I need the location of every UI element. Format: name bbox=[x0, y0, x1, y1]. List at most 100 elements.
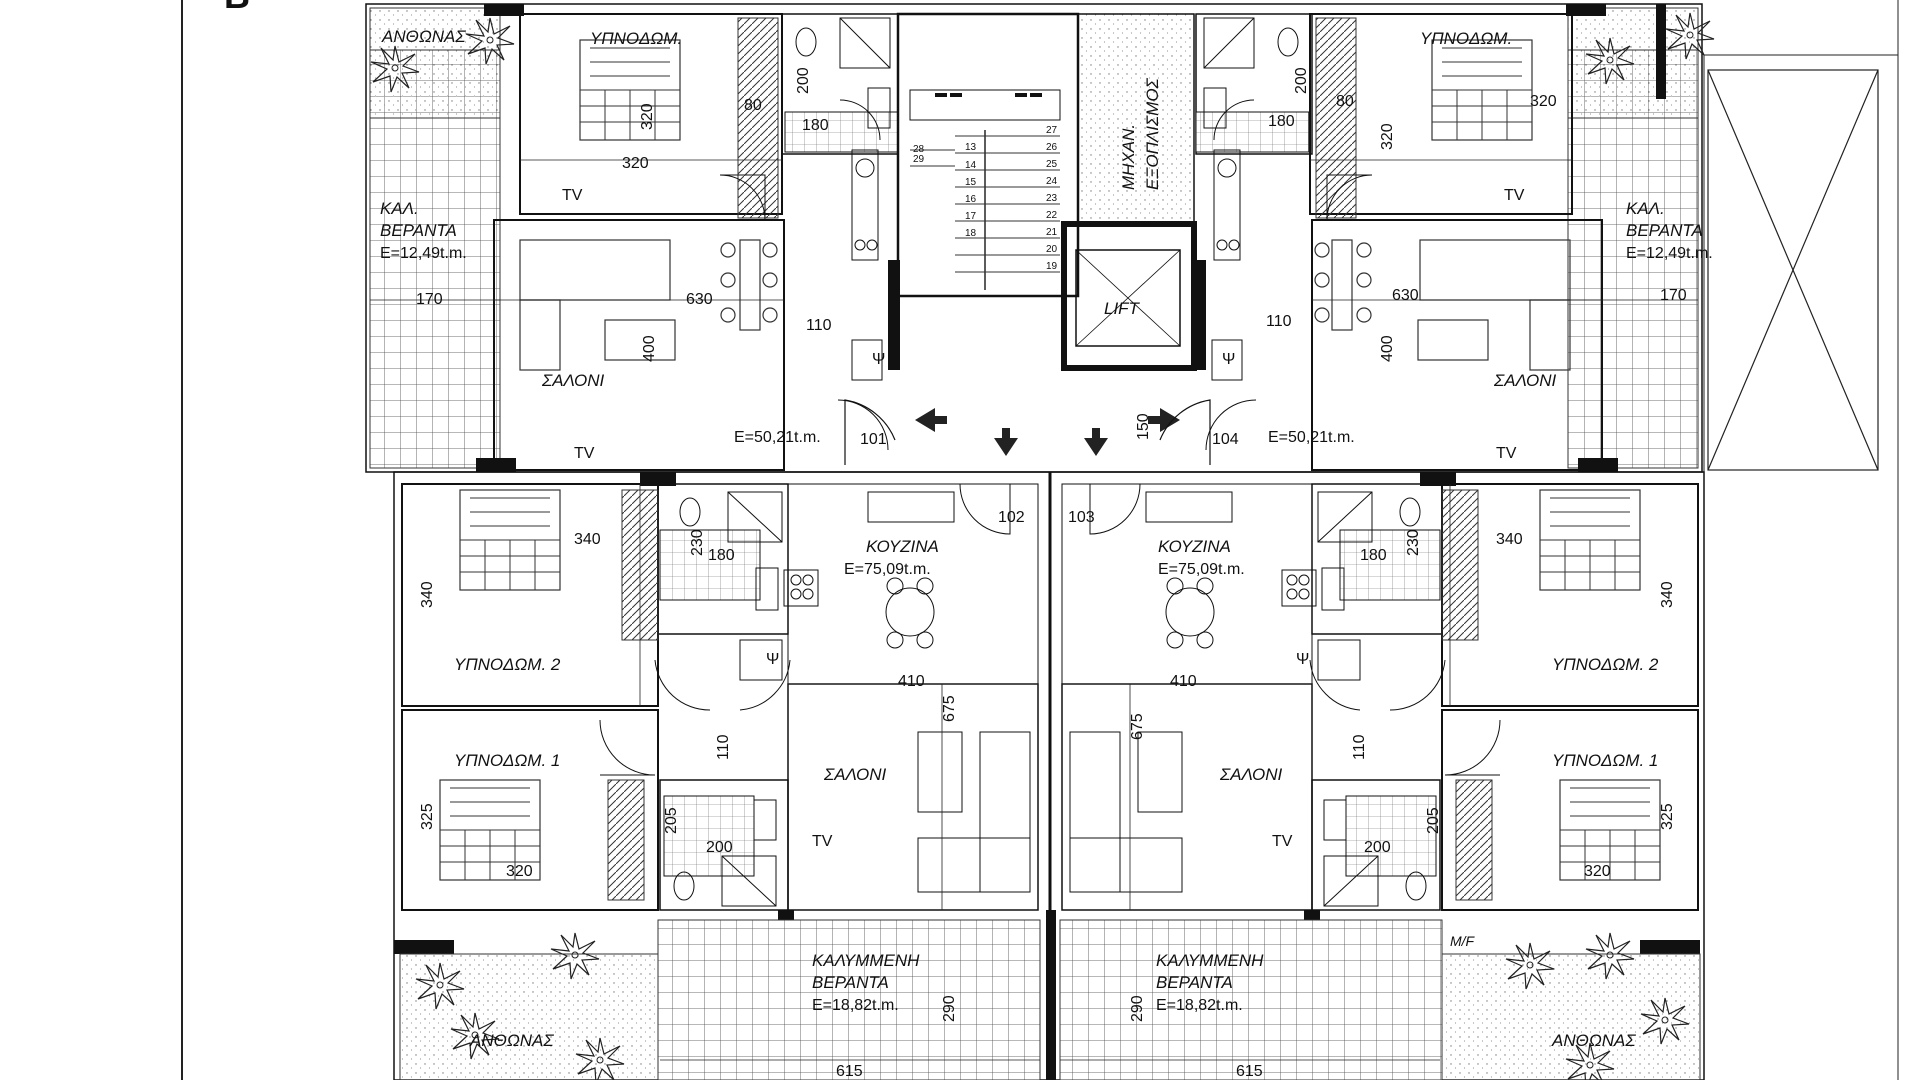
svg-text:200: 200 bbox=[795, 67, 812, 94]
label-veranda-right-1: ΚΑΛ. bbox=[1626, 199, 1665, 218]
entry-arrows bbox=[915, 408, 1180, 456]
label-lift: LIFT bbox=[1104, 299, 1141, 318]
svg-text:230: 230 bbox=[1405, 529, 1422, 556]
label-tv: TV bbox=[812, 833, 833, 850]
svg-text:290: 290 bbox=[1129, 995, 1146, 1022]
label-veranda-right-2: ΒΕΡΑΝΤΑ bbox=[1626, 221, 1703, 240]
label-tv: TV bbox=[1496, 445, 1517, 462]
stair-numbers-right: 27 26 25 24 23 22 21 20 19 bbox=[1046, 125, 1058, 272]
svg-text:290: 290 bbox=[941, 995, 958, 1022]
arrow-right-icon bbox=[1148, 408, 1180, 432]
svg-text:205: 205 bbox=[663, 807, 680, 834]
sofa-set-right bbox=[1314, 239, 1571, 371]
svg-text:230: 230 bbox=[689, 529, 706, 556]
svg-text:180: 180 bbox=[802, 117, 829, 134]
label-covered-right-1: ΚΑΛΥΜΜΕΝΗ bbox=[1156, 951, 1264, 970]
svg-text:675: 675 bbox=[1129, 713, 1146, 740]
svg-text:200: 200 bbox=[1364, 839, 1391, 856]
svg-text:340: 340 bbox=[1496, 531, 1523, 548]
svg-text:325: 325 bbox=[419, 803, 436, 830]
label-mech-1: ΜΗΧΑΝ. bbox=[1119, 124, 1138, 190]
label-covered-left-1: ΚΑΛΥΜΜΕΝΗ bbox=[812, 951, 920, 970]
label-salon-top-left: ΣΑΛΟΝΙ bbox=[541, 371, 604, 390]
void-cross bbox=[1707, 69, 1879, 471]
svg-text:27: 27 bbox=[1046, 125, 1058, 136]
sheet-marker: B bbox=[224, 0, 250, 16]
label-psi: Ψ bbox=[1222, 351, 1235, 368]
svg-text:110: 110 bbox=[715, 734, 732, 760]
label-garden-top-left: ΑΝΘΩΝΑΣ bbox=[381, 27, 466, 46]
svg-text:630: 630 bbox=[1392, 287, 1419, 304]
label-psi: Ψ bbox=[1296, 651, 1309, 668]
svg-text:170: 170 bbox=[416, 291, 443, 308]
svg-text:110: 110 bbox=[806, 317, 832, 334]
svg-text:320: 320 bbox=[506, 863, 533, 880]
label-tv: TV bbox=[1504, 187, 1525, 204]
svg-text:400: 400 bbox=[1379, 335, 1396, 362]
label-veranda-left-1: ΚΑΛ. bbox=[380, 199, 419, 218]
svg-text:410: 410 bbox=[1170, 673, 1197, 690]
svg-text:80: 80 bbox=[1336, 93, 1354, 110]
label-kitchen-right-1: ΚΟΥΖΙΝΑ bbox=[1158, 537, 1231, 556]
door-labels: 101 102 103 104 bbox=[860, 431, 1239, 526]
svg-text:320: 320 bbox=[639, 103, 656, 130]
svg-text:320: 320 bbox=[1379, 123, 1396, 150]
bed-icon bbox=[1431, 39, 1533, 141]
svg-text:110: 110 bbox=[1351, 734, 1368, 760]
arrow-left-icon bbox=[915, 408, 947, 432]
label-veranda-left-2: ΒΕΡΑΝΤΑ bbox=[380, 221, 457, 240]
svg-text:26: 26 bbox=[1046, 142, 1058, 153]
apartment-101 bbox=[493, 13, 899, 471]
apartment-103 bbox=[1061, 483, 1699, 911]
label-salon-bottom-left: ΣΑΛΟΝΙ bbox=[823, 765, 886, 784]
garden-top-left-floor bbox=[369, 7, 501, 119]
veranda-right-floor bbox=[1567, 49, 1699, 469]
label-veranda-left-3: E=12,49t.m. bbox=[380, 245, 467, 262]
label-bed-top-left: ΥΠΝΟΔΩΜ. bbox=[590, 29, 682, 48]
dimension-lines bbox=[370, 159, 1698, 1061]
label-psi: Ψ bbox=[766, 651, 779, 668]
label-psi: Ψ bbox=[872, 351, 885, 368]
svg-text:200: 200 bbox=[1293, 67, 1310, 94]
label-tv: TV bbox=[562, 187, 583, 204]
room-labels: ΑΝΘΩΝΑΣ ΥΠΝΟΔΩΜ. ΥΠΝΟΔΩΜ. ΜΗΧΑΝ. ΕΞΟΠΛΙΣ… bbox=[380, 27, 1713, 1050]
svg-text:320: 320 bbox=[1584, 863, 1611, 880]
label-mech-2: ΕΞΟΠΛΙΣΜΟΣ bbox=[1143, 77, 1162, 190]
svg-text:340: 340 bbox=[419, 581, 436, 608]
svg-text:19: 19 bbox=[1046, 261, 1058, 272]
label-covered-right-2: ΒΕΡΑΝΤΑ bbox=[1156, 973, 1233, 992]
svg-text:15: 15 bbox=[965, 177, 977, 188]
label-tv: TV bbox=[574, 445, 595, 462]
label-salon-bottom-right: ΣΑΛΟΝΙ bbox=[1219, 765, 1282, 784]
svg-text:320: 320 bbox=[622, 155, 649, 172]
label-kitchen-right-2: E=75,09t.m. bbox=[1158, 561, 1245, 578]
core bbox=[896, 12, 1197, 371]
svg-text:18: 18 bbox=[965, 228, 977, 239]
stair-numbers-left: 28 29 13 14 15 16 17 18 bbox=[913, 142, 977, 239]
svg-text:400: 400 bbox=[641, 335, 658, 362]
svg-text:615: 615 bbox=[836, 1063, 863, 1080]
svg-text:17: 17 bbox=[965, 211, 977, 222]
covered-veranda-right-floor bbox=[1059, 919, 1443, 1080]
label-area-101: E=50,21t.m. bbox=[734, 429, 821, 446]
svg-text:340: 340 bbox=[574, 531, 601, 548]
svg-text:675: 675 bbox=[941, 695, 958, 722]
svg-text:23: 23 bbox=[1046, 193, 1058, 204]
label-garden-bottom-right: ΑΝΘΩΝΑΣ bbox=[1551, 1031, 1636, 1050]
svg-text:22: 22 bbox=[1046, 210, 1058, 221]
label-veranda-right-3: E=12,49t.m. bbox=[1626, 245, 1713, 262]
arrow-down-icon bbox=[1084, 428, 1108, 456]
svg-text:320: 320 bbox=[1530, 93, 1557, 110]
arrow-down-icon bbox=[994, 428, 1018, 456]
svg-text:13: 13 bbox=[965, 142, 977, 153]
svg-text:110: 110 bbox=[1266, 313, 1292, 330]
svg-text:615: 615 bbox=[1236, 1063, 1263, 1080]
label-mf: M/F bbox=[1450, 933, 1476, 949]
svg-text:325: 325 bbox=[1659, 803, 1676, 830]
bed-icon bbox=[459, 489, 561, 591]
label-tv: TV bbox=[1272, 833, 1293, 850]
doors-top bbox=[844, 399, 1211, 465]
svg-text:180: 180 bbox=[708, 547, 735, 564]
label-covered-right-3: E=18,82t.m. bbox=[1156, 997, 1243, 1014]
